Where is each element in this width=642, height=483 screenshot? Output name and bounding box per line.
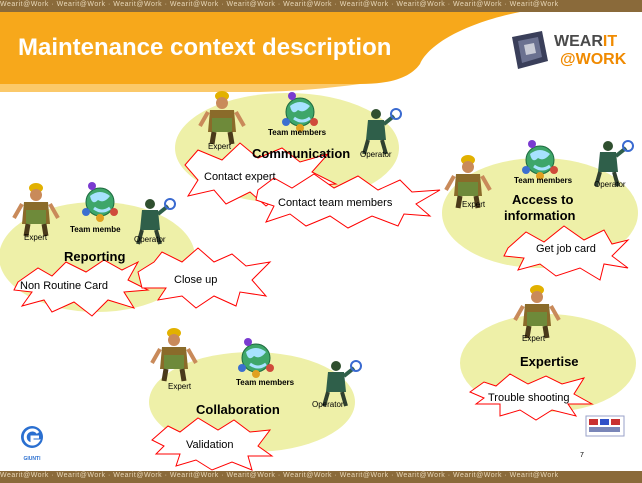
eu-emblem [585, 415, 625, 437]
wearit-logo-mark [512, 31, 548, 69]
giunti-logo-mark [21, 426, 43, 448]
task-get-job-card: Get job card [536, 243, 596, 255]
collaboration-team-label: Team members [236, 378, 295, 387]
giunti-logo: GIUNTI [18, 425, 46, 462]
logo-word-wear: WEAR [554, 33, 603, 50]
collaboration-operator-label: Operator [312, 400, 344, 409]
burst-contact-team-members [255, 173, 441, 229]
wearit-logo: WEARIT @WORK [508, 27, 633, 77]
access-title-line2: information [504, 208, 576, 223]
communication-expert-label: Expert [208, 142, 232, 151]
access-title-line1: Access to [512, 192, 574, 207]
access-team-label: Team members [514, 176, 573, 185]
communication-team-label: Team members [268, 128, 327, 137]
logo-word-atwork: @WORK [560, 51, 627, 68]
task-trouble-shooting: Trouble shooting [488, 392, 570, 404]
reporting-title: Reporting [64, 249, 126, 264]
logo-word-it: IT [602, 33, 618, 50]
reporting-expert-label: Expert [24, 233, 48, 242]
reporting-team-label: Team membe [70, 225, 121, 234]
reporting-operator-label: Operator [134, 235, 166, 244]
burst-trouble-shooting [468, 373, 594, 421]
burst-close-up [137, 247, 272, 309]
task-close-up: Close up [174, 274, 218, 286]
page-number: 7 [580, 452, 584, 459]
slide-title: Maintenance context description [18, 34, 392, 61]
burst-non-routine-card [13, 259, 150, 317]
burst-get-job-card [503, 225, 630, 281]
burst-validation [151, 417, 274, 471]
expertise-expert-label: Expert [522, 334, 546, 343]
task-validation: Validation [186, 439, 234, 451]
expertise-title: Expertise [520, 354, 579, 369]
collaboration-title: Collaboration [196, 402, 280, 417]
access-operator-label: Operator [594, 180, 626, 189]
task-non-routine-card: Non Routine Card [20, 280, 109, 292]
task-contact-team-members: Contact team members [278, 197, 393, 209]
bottom-strip: Wearit@Work · Wearit@Work · Wearit@Work … [0, 471, 642, 483]
communication-operator-label: Operator [360, 150, 392, 159]
top-strip-text: Wearit@Work · Wearit@Work · Wearit@Work … [0, 1, 559, 8]
header-swoosh [0, 12, 520, 92]
access-expert-label: Expert [462, 200, 486, 209]
communication-title: Communication [252, 146, 351, 161]
top-strip: Wearit@Work · Wearit@Work · Wearit@Work … [0, 0, 642, 12]
bottom-strip-text: Wearit@Work · Wearit@Work · Wearit@Work … [0, 472, 559, 479]
giunti-logo-text: GIUNTI [23, 456, 41, 462]
task-contact-expert: Contact expert [204, 171, 276, 183]
collaboration-expert-label: Expert [168, 382, 192, 391]
